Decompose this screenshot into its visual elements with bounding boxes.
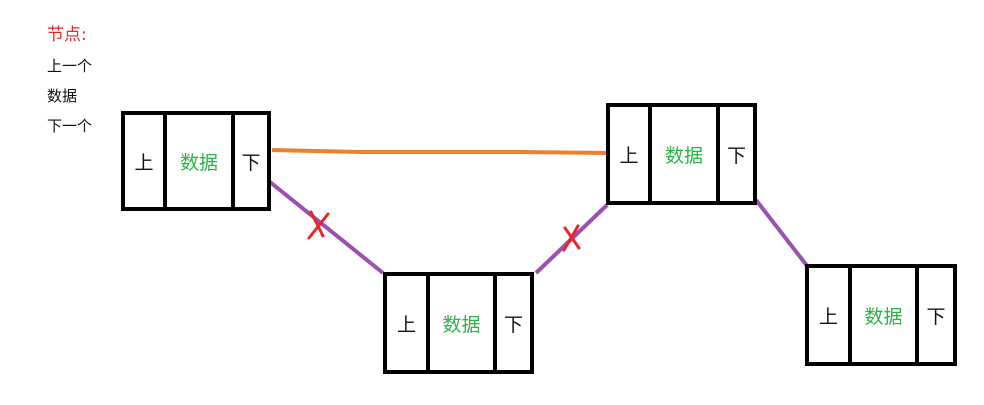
list-node-2: 上 数据 下 [383, 272, 534, 374]
list-node-4: 上 数据 下 [805, 264, 957, 366]
legend-data: 数据 [47, 87, 78, 105]
legend-prev: 上一个 [47, 57, 93, 75]
node-data-cell: 数据 [442, 313, 481, 336]
cross-mark-1 [307, 210, 330, 240]
node-prev-cell: 上 [125, 115, 167, 207]
list-node-1: 上 数据 下 [121, 111, 271, 211]
node-prev-cell: 上 [387, 276, 430, 370]
legend-title: 节点: [47, 25, 87, 45]
node-data-cell: 数据 [664, 144, 703, 167]
node-data-cell: 数据 [179, 151, 218, 174]
node-prev-cell: 上 [610, 107, 652, 201]
node-next-cell: 下 [915, 268, 953, 362]
node-next-cell: 下 [493, 276, 530, 370]
old-link-line-1 [263, 176, 385, 275]
node-data-cell: 数据 [864, 305, 903, 328]
list-node-3: 上 数据 下 [606, 103, 757, 205]
link-line-3-4 [754, 198, 810, 269]
node-next-cell: 下 [716, 107, 753, 201]
node-prev-cell: 上 [809, 268, 852, 362]
node-next-cell: 下 [231, 115, 267, 207]
legend-next: 下一个 [47, 117, 93, 135]
new-link-line [271, 148, 611, 155]
cross-mark-2 [562, 224, 581, 252]
